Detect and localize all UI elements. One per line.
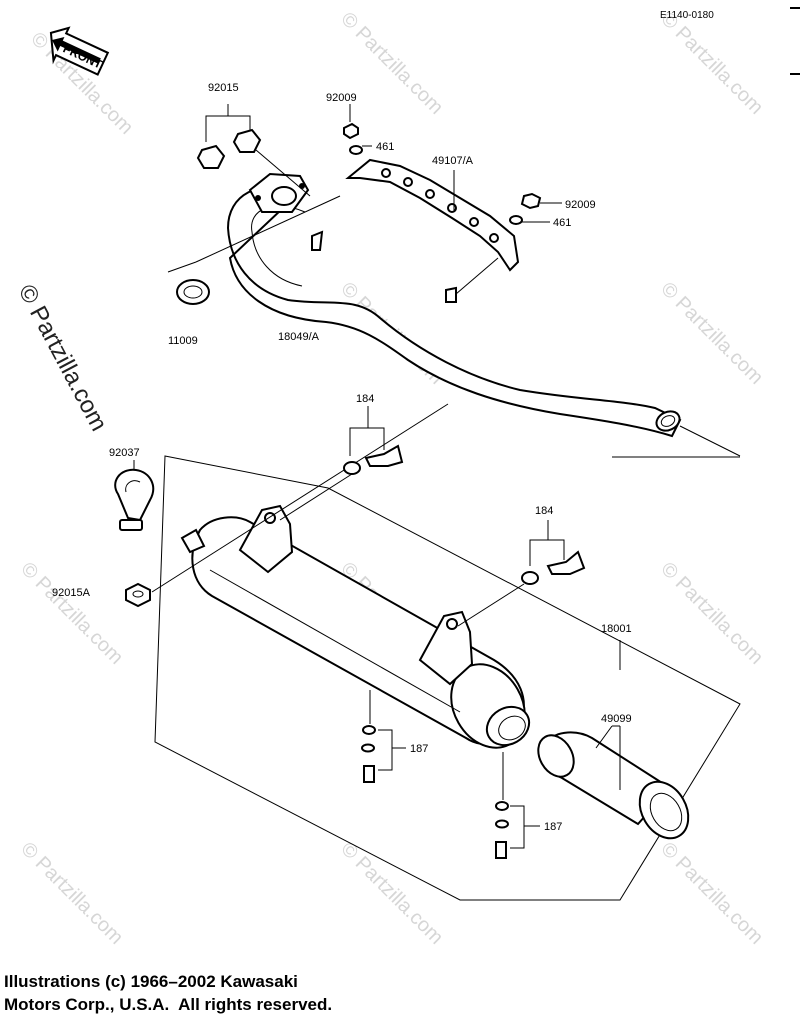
clamp-92037 <box>114 460 155 531</box>
watermark-side-text: © Partzilla.com <box>13 280 113 435</box>
watermark-text: © Partzilla.com <box>656 838 767 949</box>
callout-184-right: 184 <box>535 505 553 517</box>
callout-184-top: 184 <box>356 393 374 405</box>
callout-18001: 18001 <box>601 623 632 635</box>
flange-nuts-92015 <box>196 104 311 197</box>
washer-461-top <box>349 145 372 155</box>
muffler-18001 <box>180 504 531 749</box>
callout-461-top: 461 <box>376 141 394 153</box>
watermark-text: © Partzilla.com <box>16 558 127 669</box>
callout-92015A: 92015A <box>52 587 91 599</box>
heat-guard-49107A <box>345 158 520 295</box>
washer-461-right <box>509 215 550 225</box>
callout-187-bottom: 187 <box>544 821 562 833</box>
copyright-line-2: Motors Corp., U.S.A. All rights reserved… <box>4 995 333 1014</box>
callout-92015: 92015 <box>208 82 239 94</box>
watermark-text: © Partzilla.com <box>16 838 127 949</box>
bolt-92009-right <box>520 192 562 210</box>
callout-92009-right: 92009 <box>565 199 596 211</box>
callout-49099: 49099 <box>601 713 632 725</box>
spark-arrester-49099 <box>537 725 690 840</box>
front-arrow-icon: FRONT <box>49 26 110 76</box>
callout-49107A: 49107/A <box>432 155 474 167</box>
diagram-ref-code: E1140-0180 <box>660 10 714 21</box>
header-pipe-18049A <box>226 172 682 438</box>
callout-187-left: 187 <box>410 743 428 755</box>
bolt-set-187-bottom <box>495 752 540 859</box>
silencer-assembly-outline <box>154 455 741 901</box>
gasket-11009 <box>167 195 341 305</box>
watermark-text: © Partzilla.com <box>336 838 447 949</box>
bolt-washer-184-top <box>279 406 404 521</box>
nut-92015A <box>125 582 151 608</box>
watermark-text: © Partzilla.com <box>656 8 767 119</box>
callout-92037: 92037 <box>109 447 140 459</box>
leader-line <box>679 425 741 457</box>
callout-461-right: 461 <box>553 217 571 229</box>
callout-11009: 11009 <box>168 335 198 347</box>
callout-18049A: 18049/A <box>278 331 320 343</box>
watermark-text: © Partzilla.com <box>656 278 767 389</box>
bolt-92009-top <box>343 104 359 140</box>
copyright-line-1: Illustrations (c) 1966–2002 Kawasaki <box>4 972 298 991</box>
leader-line <box>151 403 449 593</box>
callout-92009-top: 92009 <box>326 92 357 104</box>
watermark-text: © Partzilla.com <box>656 558 767 669</box>
bolt-set-187-left <box>361 690 406 783</box>
bolt-washer-184-right <box>457 520 586 627</box>
copyright-notice: Illustrations (c) 1966–2002 Kawasaki Mot… <box>4 970 332 1016</box>
